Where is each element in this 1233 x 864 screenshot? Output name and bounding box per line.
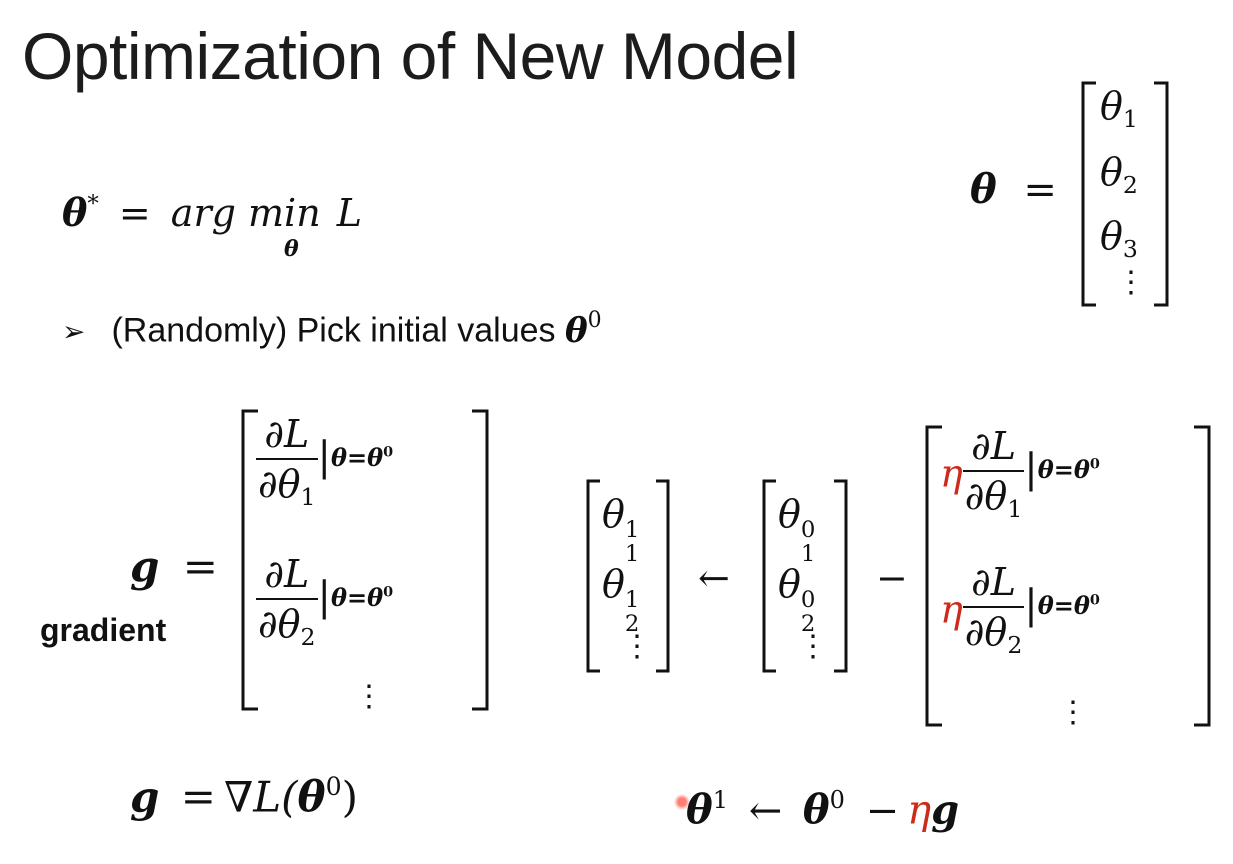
theta-vector-entry-2: θ2 — [1100, 150, 1138, 200]
theta-symbol: θ — [970, 166, 997, 213]
eta-symbol: η — [940, 587, 963, 632]
close-paren: ) — [341, 772, 358, 822]
eta-symbol: η — [940, 451, 963, 496]
gradient-bracket-left — [241, 409, 258, 711]
step-row-2: η ∂L ∂θ2 |θ=θ0 — [940, 560, 1100, 660]
evaluation-at-theta0: |θ=θ0 — [317, 434, 394, 481]
evaluation-at-theta0: |θ=θ0 — [1024, 446, 1100, 493]
theta-vector-bracket-left — [1081, 81, 1096, 307]
old-theta-bracket-right — [834, 479, 848, 673]
new-theta-bracket-left — [586, 479, 600, 673]
theta-symbol: θ — [802, 786, 830, 834]
argmin-subscript: θ — [284, 236, 299, 262]
new-theta-ellipsis: ⋮ — [622, 629, 652, 664]
gradient-ellipsis: ⋮ — [354, 679, 384, 714]
theta-vector-entry-1: θ1 — [1100, 84, 1138, 134]
slide-title: Optimization of New Model — [22, 19, 799, 93]
theta-vector-entry-3: θ3 — [1100, 214, 1138, 264]
equals-sign: = — [180, 772, 216, 822]
step-bracket-right — [1194, 425, 1211, 727]
g-symbol: g — [931, 786, 960, 834]
equals-sign: = — [118, 191, 151, 235]
step-row-1: η ∂L ∂θ1 |θ=θ0 — [940, 424, 1100, 524]
evaluation-at-theta0: |θ=θ0 — [1024, 582, 1100, 629]
minus-sign: − — [876, 556, 908, 600]
gradient-bracket-right — [472, 409, 489, 711]
gradient-row-1: ∂L ∂θ1 |θ=θ0 — [256, 412, 394, 512]
update-arrow: ← — [698, 556, 730, 600]
gradient-lhs: g = — [130, 542, 218, 591]
eta-symbol: η — [907, 787, 932, 834]
theta-superscript: 0 — [587, 308, 602, 333]
update-arrow: ← — [748, 787, 783, 834]
theta-symbol: θ — [564, 310, 588, 351]
new-theta-bracket-right — [656, 479, 670, 673]
gradient-label: gradient — [40, 612, 167, 648]
bullet-text: (Randomly) Pick initial values — [111, 311, 565, 350]
theta-superscript: 0 — [829, 786, 845, 814]
laser-pointer-dot — [674, 794, 690, 810]
theta-symbol: θ — [686, 786, 713, 834]
old-theta-ellipsis: ⋮ — [798, 629, 828, 664]
evaluation-at-theta0: |θ=θ0 — [317, 574, 394, 621]
theta-symbol: θ — [62, 190, 88, 235]
theta-vector-ellipsis: ⋮ — [1116, 265, 1146, 300]
loss-symbol: L — [336, 191, 363, 235]
theta-vector-bracket-right — [1154, 81, 1169, 307]
gradient-compact-equation: g =∇L(θ0) — [130, 772, 358, 821]
argmin-text: arg min — [170, 191, 321, 235]
theta-symbol: θ — [297, 772, 326, 822]
theta-superscript: 1 — [712, 786, 728, 814]
optimum-equation: θ* = arg min L — [62, 190, 362, 235]
step-ellipsis: ⋮ — [1058, 695, 1088, 730]
nabla-loss: ∇L( — [223, 772, 298, 822]
g-symbol: g — [130, 542, 160, 591]
bullet-item: ➢ (Randomly) Pick initial values θ0 — [62, 308, 602, 350]
minus-sign: − — [865, 787, 900, 834]
step-bracket-left — [925, 425, 942, 727]
gradient-row-2: ∂L ∂θ2 |θ=θ0 — [256, 552, 394, 652]
update-compact-equation: θ1 ← θ0 −ηg — [686, 786, 959, 834]
theta-superscript: 0 — [325, 772, 342, 801]
equals-sign: = — [1023, 167, 1057, 213]
g-symbol: g — [130, 772, 160, 822]
star-superscript: * — [87, 191, 99, 218]
theta-vector-lhs: θ = — [970, 166, 1057, 213]
old-theta-bracket-left — [762, 479, 776, 673]
bullet-arrow-icon: ➢ — [62, 315, 86, 349]
equals-sign: = — [182, 542, 218, 591]
